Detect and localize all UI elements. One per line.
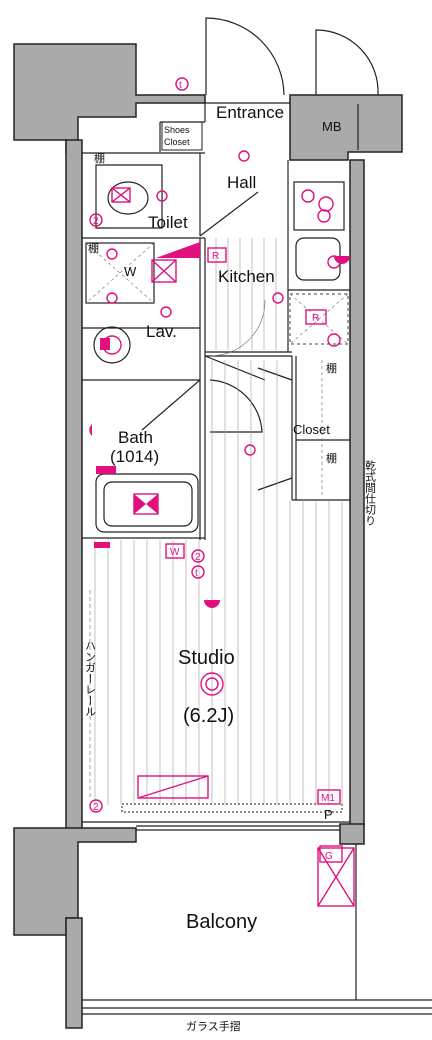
label-closet: Closet	[293, 422, 330, 437]
bathtub	[95, 473, 199, 533]
symbol-2-window: 2	[93, 802, 99, 813]
kitchen-stove	[293, 181, 345, 231]
label-bath-size: (1014)	[110, 447, 159, 466]
toilet-fixture	[95, 164, 163, 229]
studio-heater	[137, 775, 209, 799]
label-studio: Studio	[178, 647, 235, 669]
label-lav: Lav.	[146, 322, 177, 341]
balcony-railing	[82, 844, 432, 1015]
label-hall: Hall	[227, 173, 256, 192]
label-shelf-closet-2: 棚	[326, 451, 337, 465]
refrigerator-space	[289, 293, 349, 345]
balcony-unit	[317, 847, 355, 907]
label-balcony: Balcony	[186, 911, 257, 933]
vertical-labels: ハンガーレール 乾式間仕切り	[84, 460, 377, 717]
symbol-r-kitchen: R	[212, 251, 219, 262]
label-shelf-toilet: 棚	[94, 151, 105, 165]
kitchen-sink	[295, 237, 341, 281]
label-dry-partition: 乾式間仕切り	[364, 460, 377, 526]
entrance-door	[205, 17, 379, 150]
symbol-g: G	[325, 851, 333, 862]
symbol-labels: R R W M1 G t t 2 2 2	[93, 80, 335, 862]
symbol-t-entrance: t	[179, 80, 182, 91]
studio-floor-lines	[94, 238, 343, 805]
label-shelf-closet-1: 棚	[326, 361, 337, 375]
label-mb: MB	[322, 119, 342, 134]
label-p-box: P	[324, 807, 333, 822]
label-washer-w: W	[124, 264, 137, 279]
studio-window	[82, 803, 350, 831]
shoes-closet-box	[161, 121, 203, 151]
lavatory-basin	[93, 326, 131, 364]
label-shoes-closet-1: Shoes	[164, 125, 190, 135]
symbol-2-studio: 2	[195, 552, 201, 563]
label-kitchen: Kitchen	[218, 267, 275, 286]
label-shoes-closet-2: Closet	[164, 137, 190, 147]
label-hanger-rail: ハンガーレール	[84, 640, 97, 717]
label-studio-size: (6.2J)	[183, 705, 234, 727]
symbol-2-toilet: 2	[93, 216, 99, 227]
label-toilet: Toilet	[148, 213, 188, 232]
symbol-m1: M1	[321, 793, 335, 804]
structural-walls	[13, 43, 403, 1029]
label-shelf-wash: 棚	[88, 241, 99, 255]
room-labels: Entrance MB Shoes Closet Hall Toilet Kit…	[88, 103, 342, 1033]
label-bath: Bath	[118, 428, 153, 447]
electrical-symbols	[89, 77, 350, 863]
label-glass-rail: ガラス手摺	[186, 1019, 241, 1033]
symbol-w-outlet: W	[170, 547, 180, 558]
label-entrance: Entrance	[216, 103, 284, 122]
symbol-t-studio: t	[195, 568, 198, 579]
symbol-r-fridge: R	[312, 313, 319, 324]
washing-machine-area	[85, 242, 200, 304]
